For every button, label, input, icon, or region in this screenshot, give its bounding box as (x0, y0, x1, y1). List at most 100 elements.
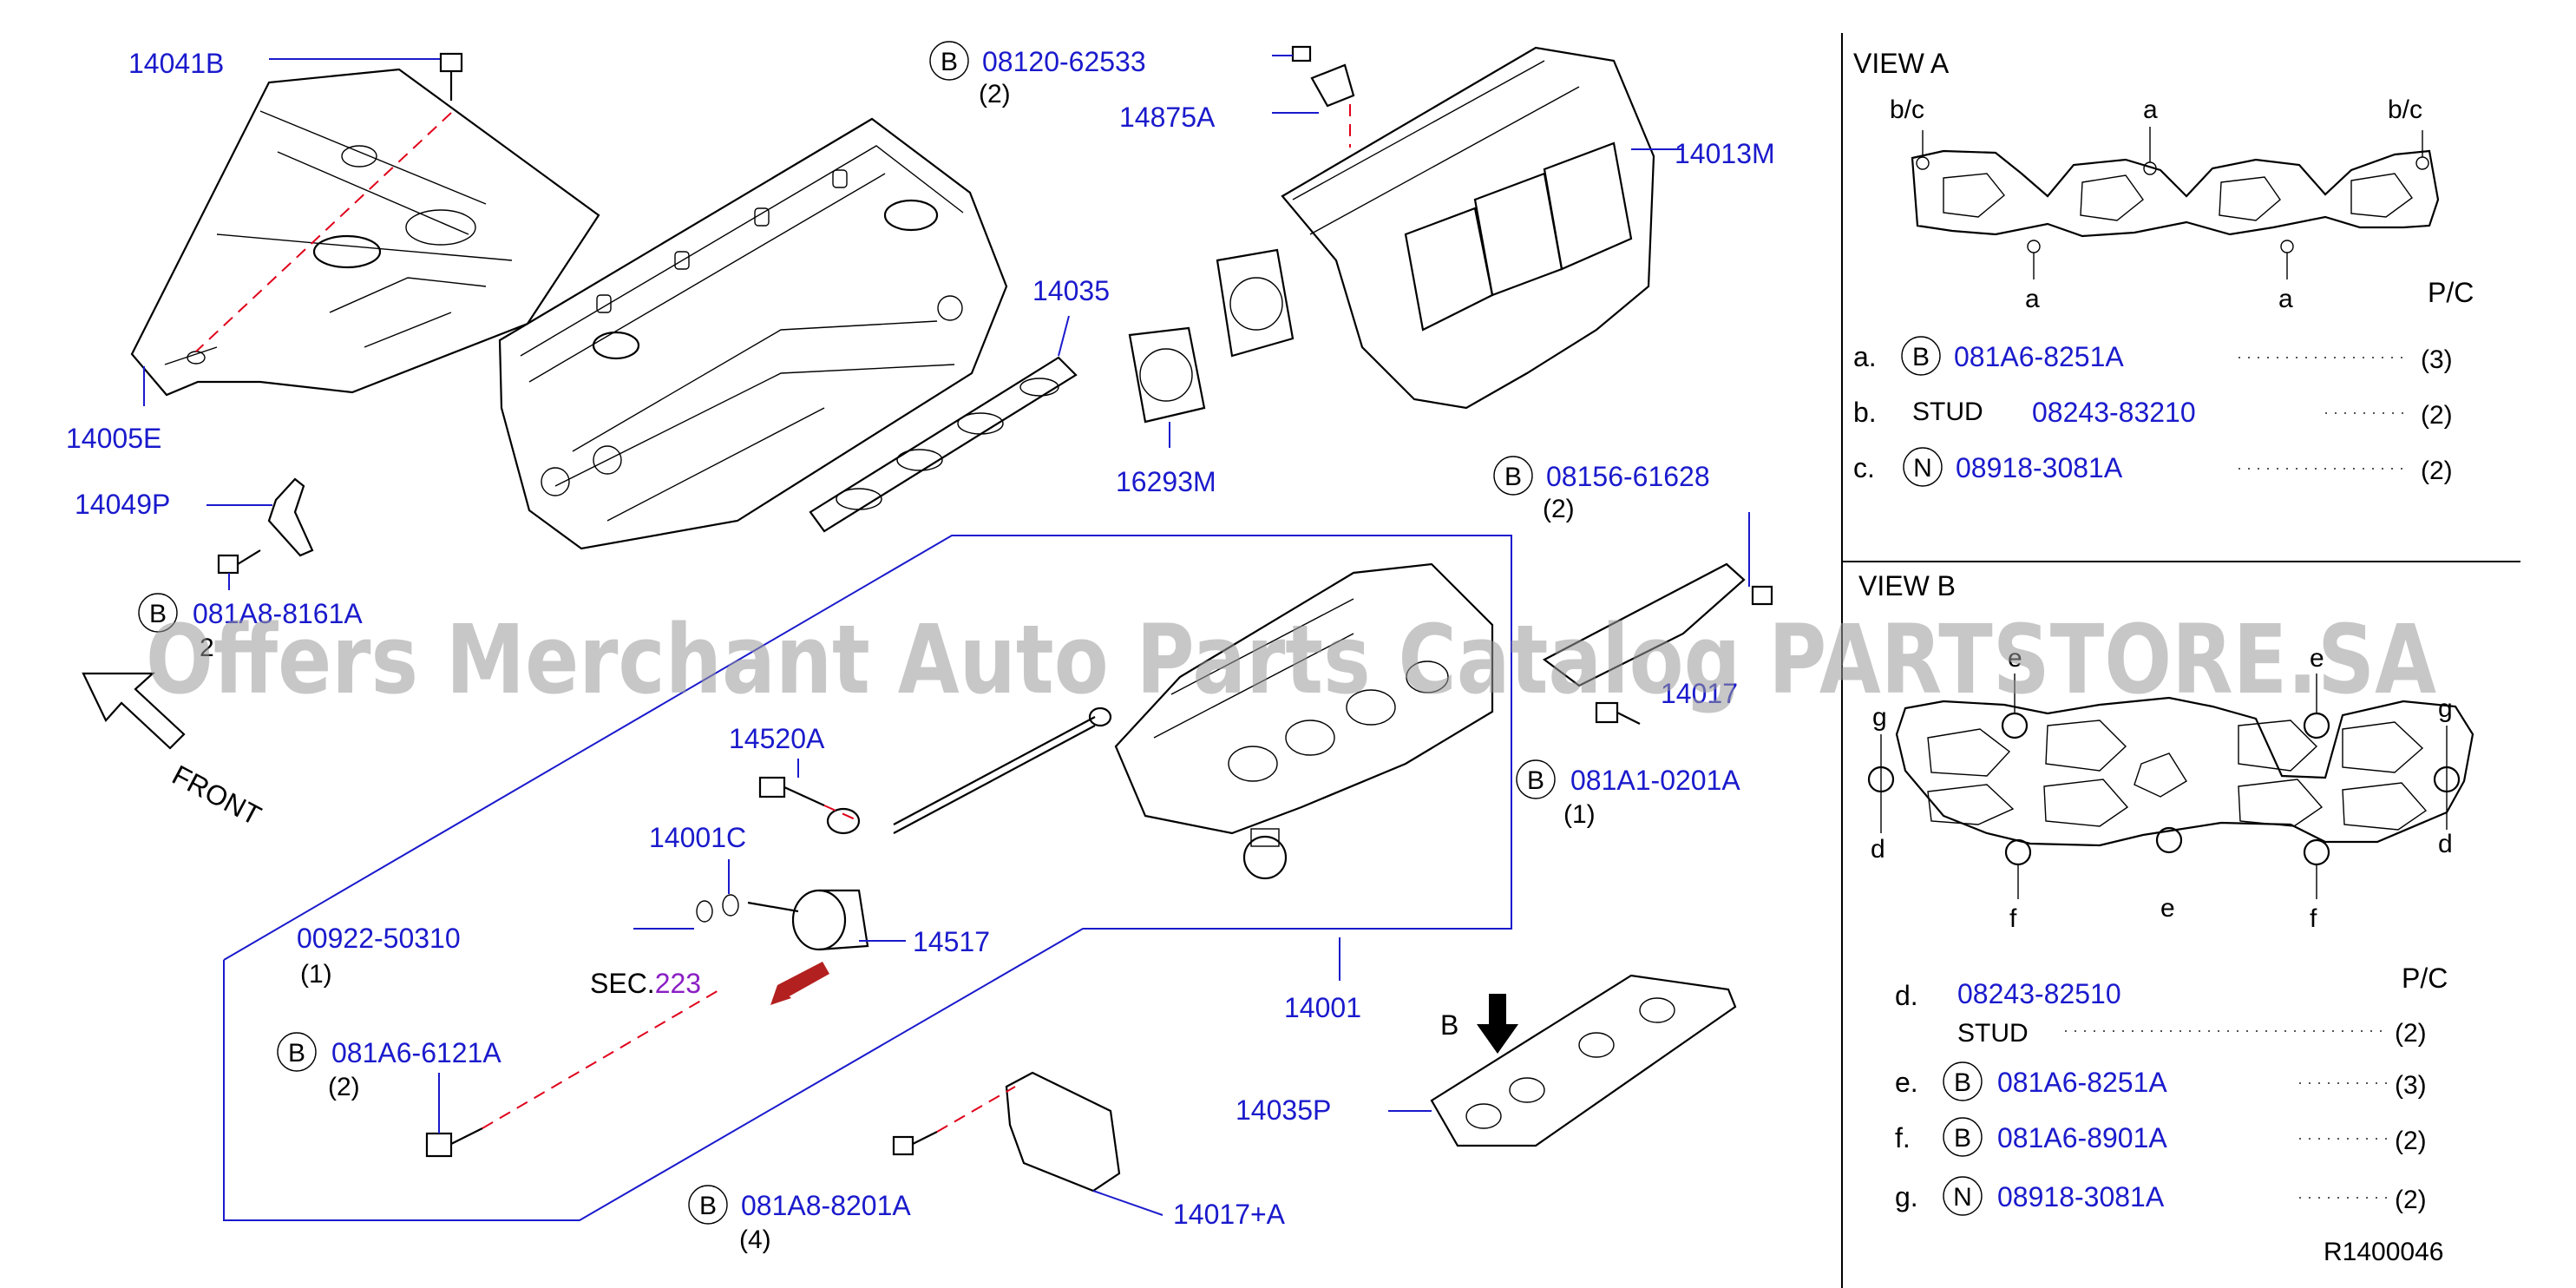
engine-cover-part (130, 68, 600, 397)
view-b-arrow-icon (1477, 994, 1518, 1054)
circle-b-letter: B (699, 1192, 717, 1220)
view-b-row-key: f. (1895, 1122, 1911, 1153)
gasket-16293M-part (1128, 326, 1206, 424)
bracket-14017-part (1542, 562, 1746, 687)
label-081A6-6121A: 081A6-6121A (331, 1037, 501, 1068)
view-b-tag: d (1871, 835, 1885, 864)
view-b-row-qty: (3) (2395, 1071, 2427, 1100)
view-b-row-prefix: B (1954, 1068, 1971, 1097)
bolt-081A6-6121A-icon (425, 1127, 483, 1158)
bolt-081A1-0201A-icon (1595, 701, 1641, 725)
gasket-14035-part (809, 356, 1078, 533)
view-a-row-prefix: STUD (1912, 398, 1983, 426)
view-b-row-prefix: B (1954, 1124, 1971, 1153)
label-14049P: 14049P (75, 489, 170, 520)
circle-b-letter: B (288, 1039, 305, 1068)
label-081A1-0201A: 081A1-0201A (1570, 765, 1740, 796)
qty-00922-50310: (1) (300, 960, 332, 989)
label-14017A: 14017+A (1173, 1199, 1286, 1230)
view-b-gasket-drawing (1867, 696, 2474, 866)
view-a-tag: b/c (1890, 95, 1924, 124)
label-14875A: 14875A (1119, 102, 1216, 133)
circle-b-letter: B (941, 48, 958, 76)
circle-n-icon (1943, 1176, 1983, 1216)
circle-b-icon (138, 593, 178, 633)
actuator-14517-part (747, 889, 869, 951)
label-14013M: 14013M (1675, 138, 1775, 169)
view-b-title: VIEW B (1858, 570, 1956, 601)
view-b-pc: P/C (2402, 963, 2448, 994)
qty-081A6-6121A: (2) (328, 1073, 360, 1101)
view-b-row-key: g. (1895, 1181, 1918, 1212)
circle-b-letter: B (149, 600, 167, 628)
sensor-14875A-icon (1291, 45, 1355, 108)
circle-b-icon (1943, 1061, 1983, 1101)
qty-08156-61628: (2) (1543, 495, 1575, 523)
view-a-row-qty: (2) (2421, 401, 2453, 430)
view-b-row-sub: STUD (1957, 1019, 2029, 1048)
qty-081A1-0201A: (1) (1563, 800, 1596, 829)
view-b-tag: d (2438, 830, 2453, 858)
snap-ring-icon (696, 900, 713, 923)
label-front: FRONT (167, 759, 266, 831)
circle-b-icon (929, 41, 969, 81)
circle-b-icon (277, 1032, 317, 1072)
reference-code: R1400046 (2324, 1238, 2443, 1266)
view-a-tag: a (2025, 285, 2040, 313)
circle-b-icon (688, 1185, 728, 1225)
gasket-14520A-icon (826, 807, 861, 835)
view-a-pc: P/C (2428, 277, 2474, 308)
view-b-row-prefix: N (1953, 1183, 1972, 1212)
view-a-row-qty: (3) (2421, 345, 2453, 374)
qty-081A8-8161A: 2 (200, 634, 214, 662)
view-a-row-key: c. (1853, 452, 1875, 483)
lower-intake-assembly-part (1114, 562, 1494, 880)
label-08156-61628: 08156-61628 (1546, 461, 1710, 492)
circle-n-icon (1903, 447, 1943, 487)
bolt-081A8-8201A-icon (892, 1131, 938, 1156)
bolt-08156-61628-icon (1751, 585, 1773, 606)
bolt-081A8-8161A-icon (217, 549, 261, 575)
gasket-14035P-part (1430, 974, 1737, 1147)
front-arrow-icon (82, 672, 186, 750)
view-b-row-key: d. (1895, 980, 1918, 1011)
view-b-row-key: e. (1895, 1067, 1918, 1098)
view-b-row-part: 08918-3081A (1997, 1181, 2165, 1212)
circle-b-icon (1901, 336, 1941, 376)
label-14035: 14035 (1032, 275, 1110, 306)
qty-08120-62533: (2) (979, 80, 1011, 108)
circle-b-letter: B (1504, 463, 1522, 491)
intake-manifold-part (1216, 46, 1655, 410)
label-14001C: 14001C (649, 822, 746, 853)
view-a-gasket-drawing (1911, 149, 2440, 253)
view-b-row-part: 081A6-8901A (1997, 1122, 2167, 1153)
view-b-row-qty: (2) (2395, 1127, 2427, 1155)
view-b-row-qty: (2) (2395, 1019, 2427, 1048)
label-14005E: 14005E (66, 423, 161, 454)
bracket-14017A-part (1005, 1071, 1121, 1193)
label-00922-50310: 00922-50310 (297, 923, 461, 954)
view-a-row-part: 08243-83210 (2032, 397, 2196, 428)
label-14017: 14017 (1661, 678, 1738, 709)
view-b-row-part: 081A6-8251A (1997, 1067, 2167, 1098)
view-a-tag: a (2143, 95, 2158, 124)
label-arrow-b: B (1440, 1009, 1458, 1041)
bolt-14520A-icon (758, 776, 825, 807)
circle-b-icon (1493, 456, 1533, 496)
view-a-row-prefix: N (1913, 454, 1932, 483)
label-14001: 14001 (1284, 992, 1361, 1023)
o-ring-icon (722, 894, 739, 917)
label-081A8-8201A: 081A8-8201A (741, 1190, 911, 1221)
label-081A8-8161A: 081A8-8161A (193, 598, 363, 629)
view-a-row-part: 08918-3081A (1956, 452, 2123, 483)
label-08120-62533: 08120-62533 (982, 46, 1146, 77)
inset-boundary (223, 535, 1512, 1221)
bracket-14049P-part (267, 477, 314, 557)
view-b-tag: g (2438, 694, 2453, 723)
view-a-row-key: a. (1853, 341, 1877, 372)
label-16293M: 16293M (1116, 466, 1216, 497)
view-a-row-prefix: B (1912, 343, 1930, 371)
view-b-tag: f (2009, 904, 2017, 933)
label-14035P: 14035P (1236, 1094, 1331, 1126)
view-a-title: VIEW A (1853, 48, 1950, 79)
